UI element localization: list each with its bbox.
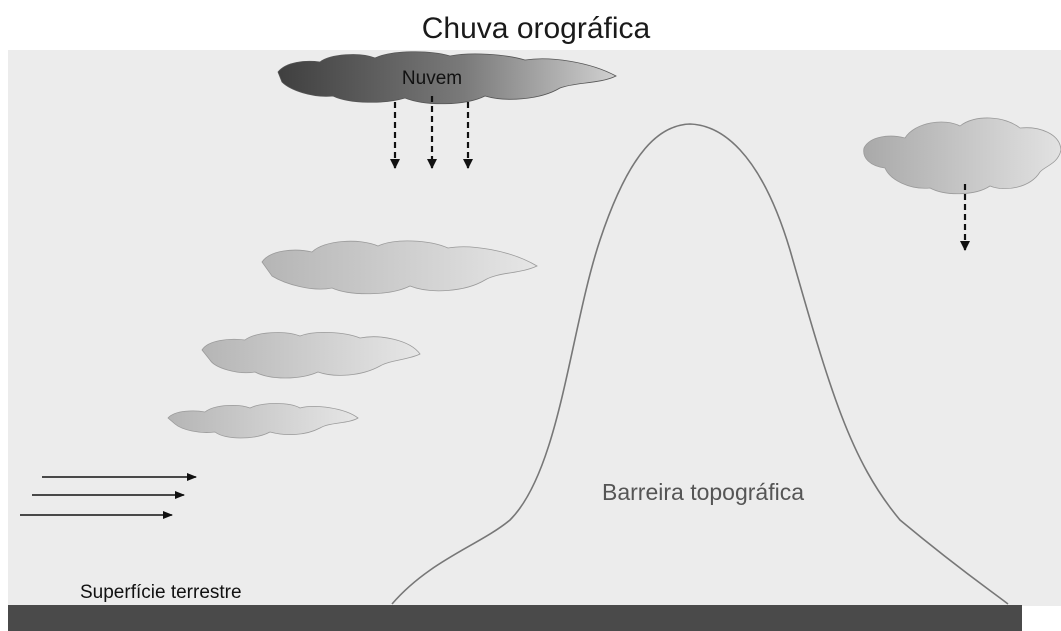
- surface-label: Superfície terrestre: [80, 582, 242, 603]
- wind-arrows: [20, 473, 197, 519]
- ground-surface: [8, 605, 1022, 631]
- cloud-middle: [201, 332, 421, 379]
- diagram-title: Chuva orográfica: [422, 12, 651, 45]
- barrier-label: Barreira topográfica: [602, 479, 804, 505]
- rain-cloud: [277, 51, 617, 105]
- cloud-label: Nuvem: [402, 68, 462, 89]
- cloud-low: [167, 403, 359, 439]
- cloud-upper: [261, 240, 538, 295]
- cloud-right: [863, 117, 1061, 195]
- topographic-barrier: [391, 123, 1009, 605]
- rain-arrows: [390, 96, 473, 169]
